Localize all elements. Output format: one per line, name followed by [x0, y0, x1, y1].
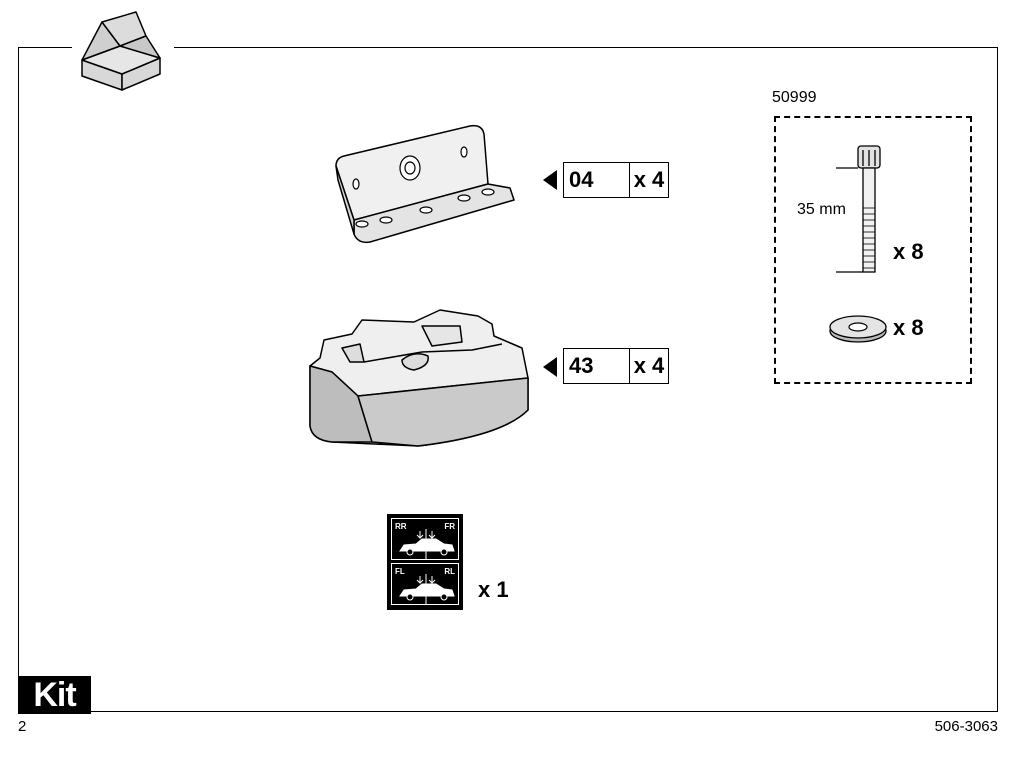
bolt-icon — [836, 145, 881, 273]
foot-pad-icon — [309, 309, 529, 447]
kit-label: Kit — [18, 676, 91, 714]
bolt-quantity: x 8 — [893, 239, 924, 264]
sticker-label: FR — [444, 522, 455, 531]
hardware-kit-box — [774, 116, 972, 384]
pointer-arrow-icon — [543, 357, 557, 377]
part-ref-label: 43 x 4 — [563, 348, 669, 384]
page-frame — [18, 47, 998, 712]
washer-icon — [829, 315, 887, 343]
document-number: 506-3063 — [934, 718, 998, 735]
part-ref-label: 04 x 4 — [563, 162, 669, 198]
sticker-top: RR FR — [391, 518, 459, 560]
sticker-label: FL — [395, 567, 405, 576]
sticker-label: RL — [444, 567, 455, 576]
part-quantity: x 4 — [633, 353, 665, 378]
part-number: 04 — [564, 163, 630, 197]
part-quantity: x 4 — [633, 167, 665, 192]
box-icon — [81, 11, 161, 91]
sticker-quantity: x 1 — [478, 577, 509, 602]
washer-quantity: x 8 — [893, 315, 924, 340]
car-icon — [399, 529, 455, 559]
pointer-arrow-icon — [543, 170, 557, 190]
sticker-label: RR — [395, 522, 407, 531]
bolt-length-label: 35 mm — [797, 201, 846, 218]
part-number: 43 — [564, 349, 630, 383]
bracket-icon — [335, 124, 515, 244]
position-sticker: RR FR FL RL — [387, 514, 463, 610]
page-number: 2 — [18, 718, 27, 735]
hardware-part-number: 50999 — [772, 89, 817, 106]
sticker-bottom: FL RL — [391, 563, 459, 605]
car-icon — [399, 574, 455, 604]
